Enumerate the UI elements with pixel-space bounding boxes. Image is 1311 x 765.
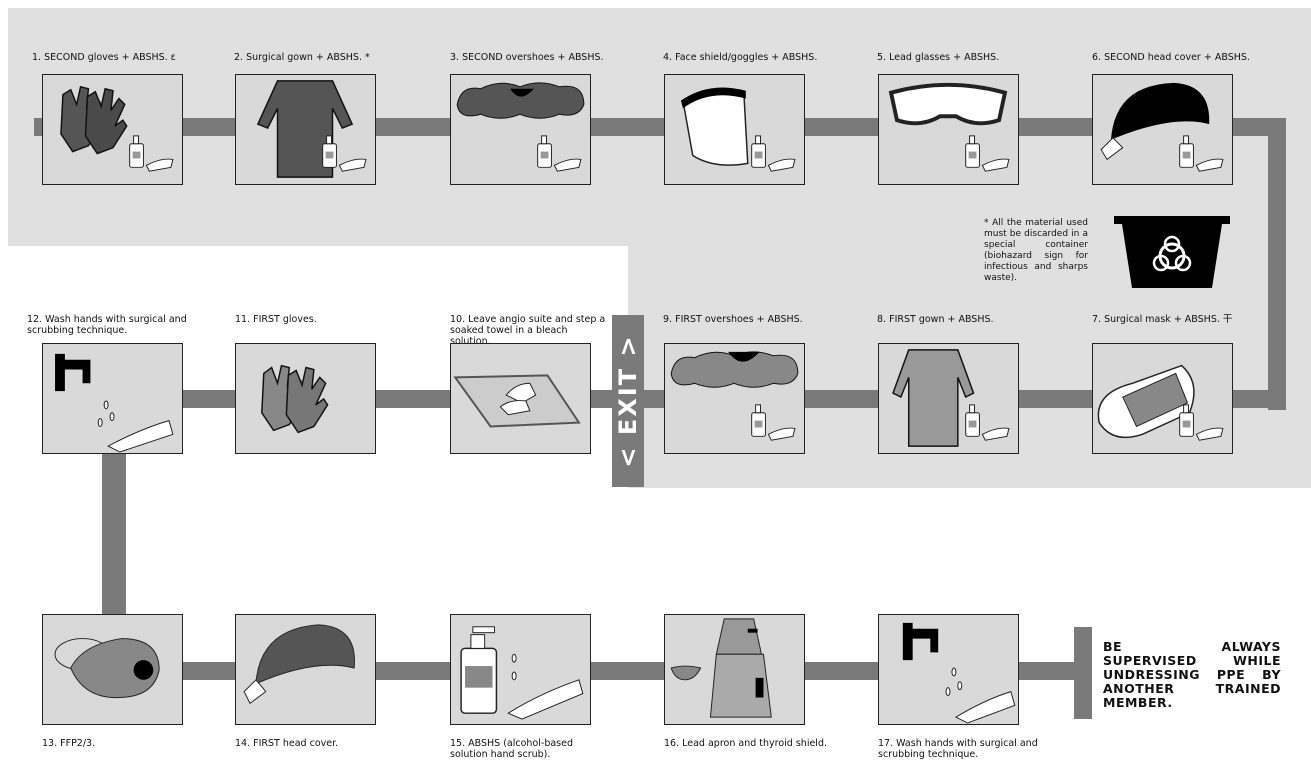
overshoes-icon: [456, 82, 585, 172]
overshoes-icon: [670, 351, 799, 441]
hand-sanitizer-icon: [460, 626, 584, 720]
step-box: [235, 614, 376, 725]
biohazard-bin-icon: [1114, 216, 1230, 288]
goggles-icon: [888, 82, 1010, 172]
step-label: 10. Leave angio suite and step a soaked …: [450, 314, 606, 347]
gown-icon: [256, 80, 367, 178]
step-box: [450, 614, 591, 725]
step-label: 8. FIRST gown + ABSHS.: [877, 314, 994, 325]
step-label: 17. Wash hands with surgical and scrubbi…: [878, 738, 1038, 760]
step-label: 11. FIRST gloves.: [235, 314, 317, 325]
step-box: [878, 74, 1019, 185]
step-box: [450, 343, 591, 454]
step-label: 9. FIRST overshoes + ABSHS.: [663, 314, 803, 325]
step-box: [878, 343, 1019, 454]
step-box: [878, 614, 1019, 725]
step-box: [42, 74, 183, 185]
faucet-icon: [55, 353, 174, 453]
step-label: 6. SECOND head cover + ABSHS.: [1092, 52, 1250, 63]
surgical-mask-icon: [1097, 364, 1224, 441]
gloves-icon: [261, 364, 329, 434]
step-label: 4. Face shield/goggles + ABSHS.: [663, 52, 818, 63]
head-cover-icon: [243, 624, 355, 705]
step-label: 16. Lead apron and thyroid shield.: [664, 738, 827, 749]
step-label: 12. Wash hands with surgical and scrubbi…: [27, 314, 187, 336]
step-box: [450, 74, 591, 185]
supervision-warning: BE ALWAYS SUPERVISED WHILE UNDRESSING PP…: [1103, 639, 1281, 710]
step-label: 1. SECOND gloves + ABSHS. ε: [32, 52, 176, 63]
pipe-right-vertical: [1268, 118, 1286, 410]
gown-icon: [892, 349, 1010, 447]
face-shield-icon: [680, 87, 796, 172]
step-label: 13. FFP2/3.: [42, 738, 96, 749]
step-label: 7. Surgical mask + ABSHS. 干: [1092, 314, 1233, 325]
step-box: [235, 74, 376, 185]
step-label: 15. ABSHS (alcohol-based solution hand s…: [450, 738, 573, 760]
gloves-icon: [60, 85, 174, 172]
step-box: [664, 343, 805, 454]
step-box: [1092, 343, 1233, 454]
step-box: [42, 343, 183, 454]
towel-icon: [453, 374, 581, 428]
step-label: 3. SECOND overshoes + ABSHS.: [450, 52, 604, 63]
step-box: [664, 74, 805, 185]
faucet-icon: [902, 622, 1016, 724]
step-label: 14. FIRST head cover.: [235, 738, 339, 749]
step-box: [1092, 74, 1233, 185]
respirator-icon: [54, 638, 160, 699]
step-label: 2. Surgical gown + ABSHS. *: [234, 52, 370, 63]
exit-marker: < EXIT >: [612, 315, 644, 487]
step-box: [235, 343, 376, 454]
discard-note: * All the material used must be discarde…: [984, 218, 1088, 283]
lead-apron-icon: [670, 618, 772, 718]
head-cover-icon: [1100, 82, 1224, 172]
step-box: [42, 614, 183, 725]
end-bar: [1074, 627, 1092, 719]
step-box: [664, 614, 805, 725]
step-label: 5. Lead glasses + ABSHS.: [877, 52, 1000, 63]
